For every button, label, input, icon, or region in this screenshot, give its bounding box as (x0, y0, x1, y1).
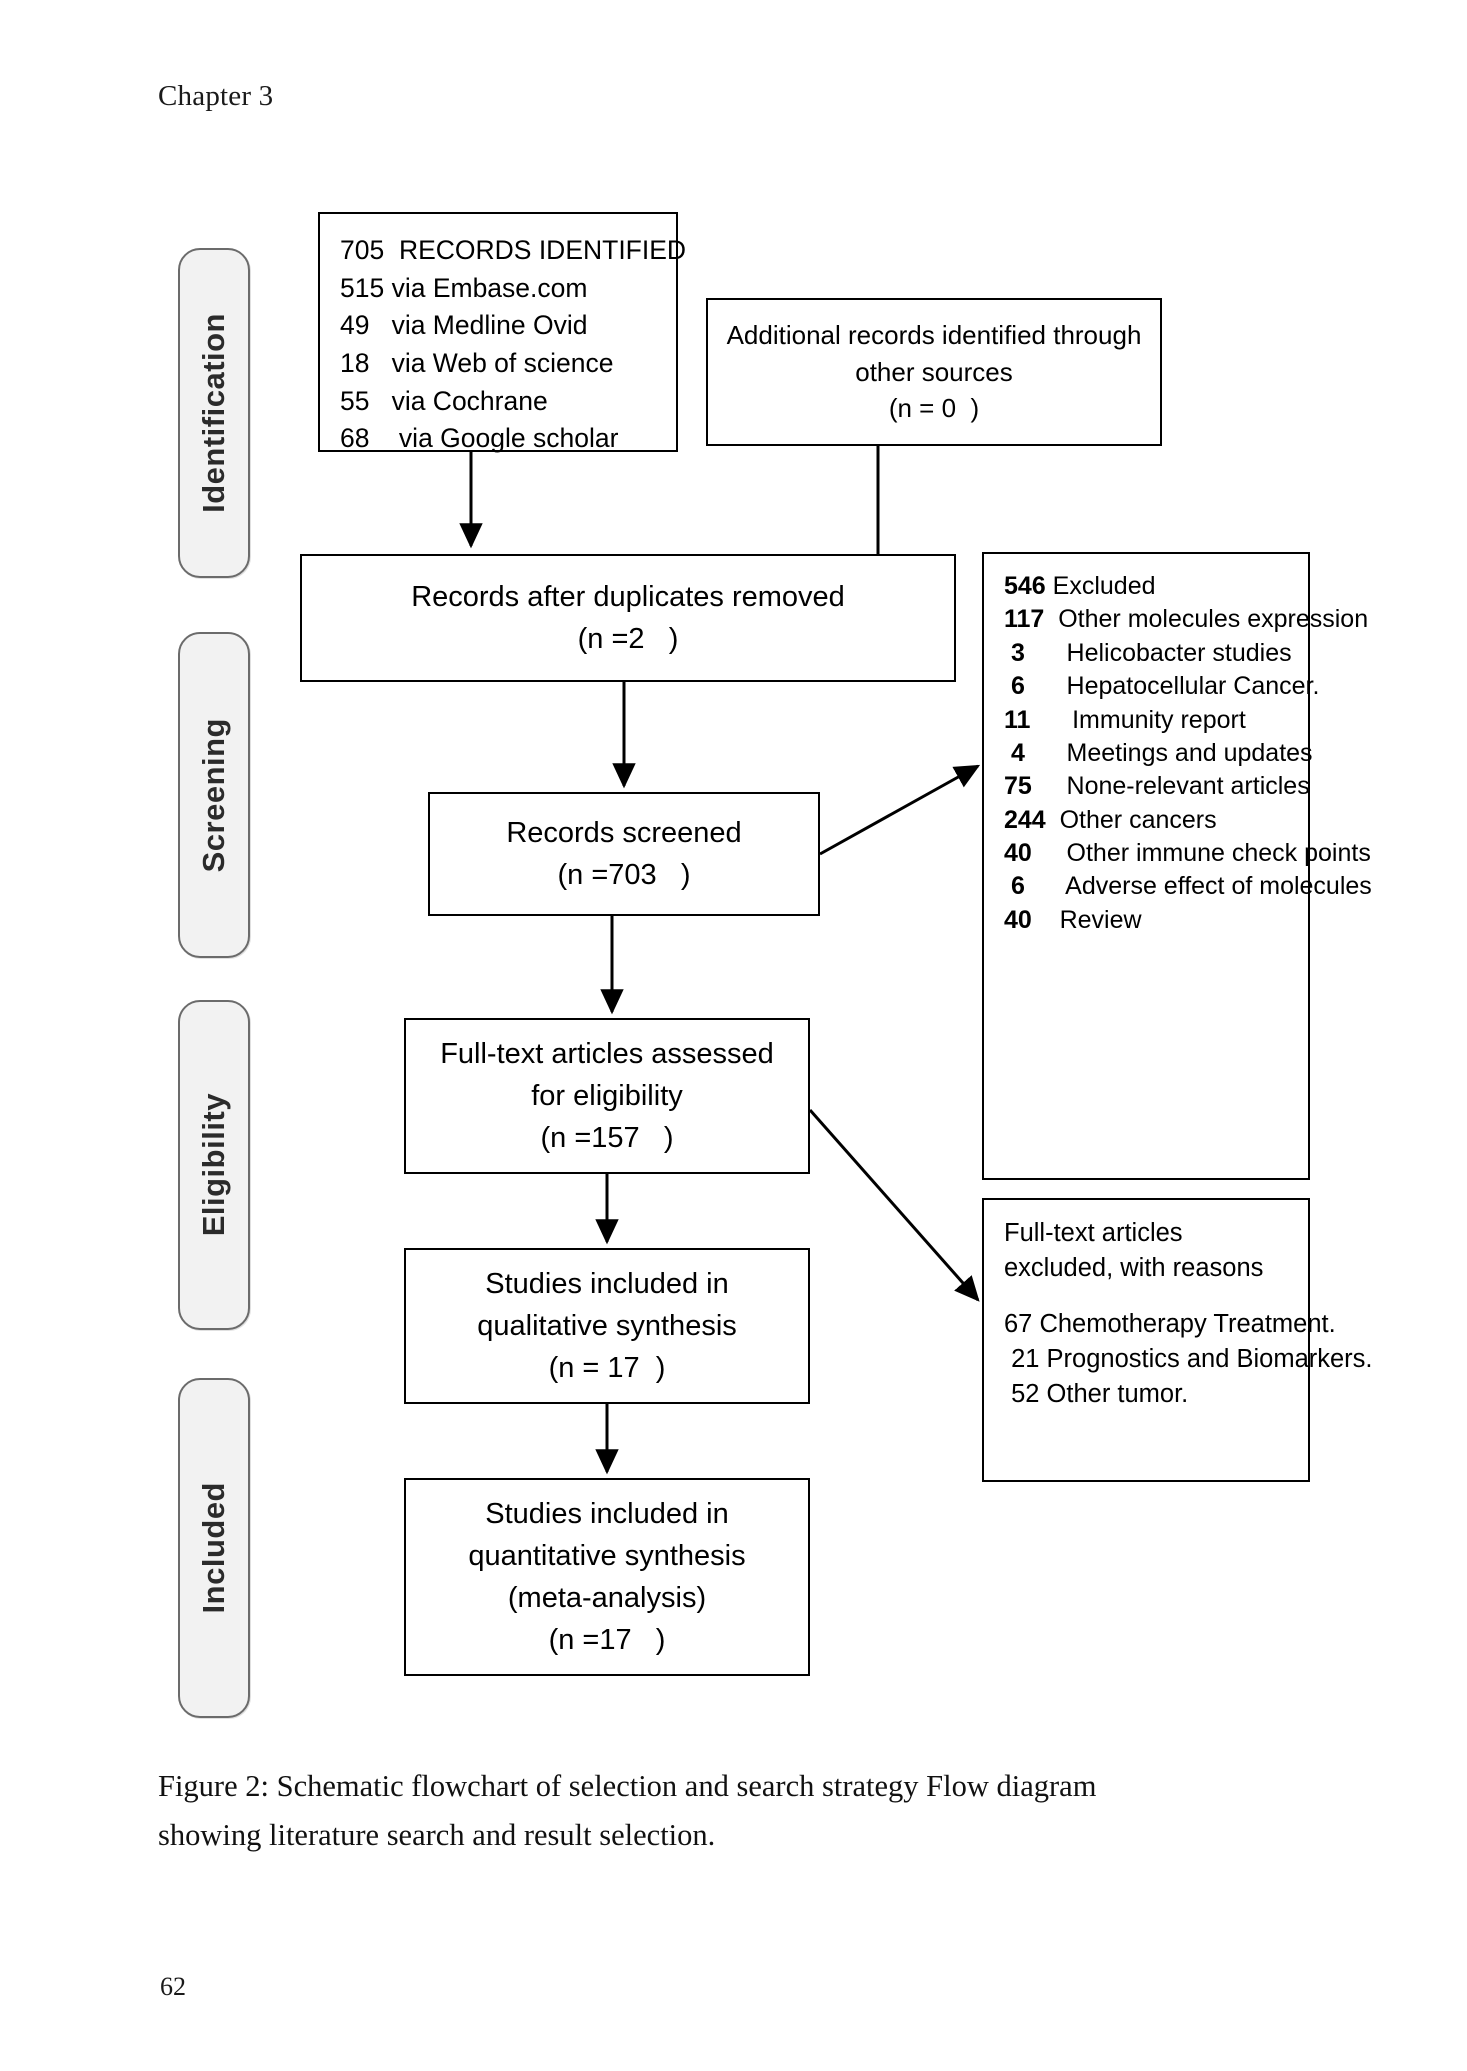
records-identified-line-2: 515 via Embase.com (340, 272, 588, 303)
reasons-item: 21 Prognostics and Biomarkers. (1004, 1345, 1373, 1374)
excluded-item: 40 Other immune check points (1004, 837, 1371, 870)
excluded-item-label: Meetings and updates (1024, 738, 1313, 767)
records-identified-line-1: 705 RECORDS IDENTIFIED (340, 235, 687, 265)
excluded-item-count: 244 (1004, 805, 1046, 834)
stage-label-eligibility: Eligibility (196, 1093, 231, 1237)
excluded-item-label: Review (1031, 905, 1142, 934)
excluded-item-label: None-relevant articles (1031, 772, 1310, 801)
quantitative-line-3: (meta-analysis) (507, 1582, 707, 1614)
excluded-item: 117 Other molecules expression (1004, 603, 1368, 636)
duplicates-removed-label: Records after duplicates removed (411, 580, 845, 613)
additional-records-line-1: Additional records identified through (726, 319, 1142, 350)
excluded-item-count: 3 (1004, 638, 1025, 667)
excluded-item: 11 Immunity report (1004, 704, 1292, 737)
figure-caption: Figure 2: Schematic flowchart of selecti… (158, 1762, 1316, 1861)
excluded-item-count: 6 (1004, 672, 1025, 701)
stage-pill-included: Included (178, 1378, 250, 1718)
quantitative-count: (n =17 ) (548, 1624, 666, 1657)
stage-pill-eligibility: Eligibility (178, 1000, 250, 1330)
additional-records-count: (n = 0 ) (888, 393, 980, 424)
reasons-item: 52 Other tumor. (1004, 1379, 1189, 1408)
excluded-item: 6 Hepatocellular Cancer. (1004, 670, 1320, 703)
excluded-item-count: 40 (1004, 905, 1032, 934)
excluded-title-label: Excluded (1045, 572, 1156, 600)
excluded-item-label: Hepatocellular Cancer. (1024, 672, 1320, 701)
fulltext-assessed-count: (n =157 ) (540, 1122, 674, 1155)
excluded-item-label: Other cancers (1045, 805, 1217, 834)
excluded-item: 244 Other cancers (1004, 804, 1292, 837)
additional-records-line-2: other sources (855, 356, 1013, 387)
records-screened-label: Records screened (506, 816, 742, 849)
page-header: Chapter 3 (158, 80, 274, 112)
box-fulltext-assessed: Full-text articles assessed for eligibil… (404, 1018, 810, 1174)
quantitative-line-2: quantitative synthesis (468, 1539, 746, 1572)
box-excluded-reasons: 546 Excluded 117 Other molecules express… (982, 552, 1372, 1180)
reasons-title-line-2: excluded, with reasons (1004, 1253, 1264, 1282)
records-identified-line-4: 18 via Web of science (340, 347, 614, 378)
excluded-item: 3 Helicobacter studies (1004, 637, 1292, 670)
stage-label-included: Included (196, 1482, 231, 1614)
excluded-item: 6 Adverse effect of molecules (1004, 870, 1372, 903)
excluded-title-count: 546 (1004, 572, 1046, 600)
excluded-item-label: Adverse effect of molecules (1024, 872, 1372, 901)
reasons-title-line-1: Full-text articles (1004, 1219, 1183, 1247)
prisma-flow-diagram: Identification Screening Eligibility Inc… (178, 212, 1373, 1718)
stage-pill-identification: Identification (178, 248, 250, 578)
box-records-identified: 705 RECORDS IDENTIFIED 515 via Embase.co… (318, 212, 687, 453)
box-quantitative-synthesis: Studies included in quantitative synthes… (404, 1478, 810, 1676)
reasons-item: 67 Chemotherapy Treatment. (1004, 1310, 1336, 1339)
excluded-item: 75 None-relevant articles (1004, 770, 1310, 803)
excluded-item: 4 Meetings and updates (1004, 737, 1313, 770)
duplicates-removed-count: (n =2 ) (577, 623, 679, 655)
stage-label-identification: Identification (196, 313, 231, 513)
figure-caption-line-2: showing literature search and result sel… (158, 1818, 716, 1853)
stage-label-screening: Screening (196, 717, 231, 873)
quantitative-line-1: Studies included in (485, 1497, 729, 1530)
records-screened-count: (n =703 ) (557, 859, 691, 891)
stage-pill-screening: Screening (178, 632, 250, 958)
fulltext-assessed-line-1: Full-text articles assessed (440, 1037, 774, 1070)
page-number: 62 (160, 1972, 186, 2001)
excluded-item-label: Other molecules expression (1044, 605, 1369, 634)
excluded-item-count: 40 (1004, 839, 1032, 867)
excluded-title: 546 Excluded (1004, 570, 1292, 603)
box-records-screened: Records screened (n =703 ) (428, 792, 820, 916)
excluded-item-label: Immunity report (1030, 705, 1246, 734)
excluded-item-count: 75 (1004, 772, 1032, 801)
excluded-item-label: Helicobacter studies (1024, 638, 1292, 667)
excluded-item-label: Other immune check points (1031, 839, 1371, 867)
box-records-after-duplicates-removed: Records after duplicates removed (n =2 ) (300, 554, 956, 682)
box-fulltext-excluded-reasons: Full-text articles excluded, with reason… (982, 1198, 1373, 1482)
excluded-item-count: 4 (1004, 738, 1025, 767)
box-additional-records: Additional records identified through ot… (706, 298, 1162, 446)
records-identified-line-3: 49 via Medline Ovid (340, 310, 588, 341)
records-identified-line-5: 55 via Cochrane (340, 385, 548, 416)
qualitative-line-1: Studies included in (485, 1267, 729, 1300)
reasons-spacer (1004, 1285, 1292, 1307)
excluded-item-count: 117 (1004, 605, 1045, 634)
fulltext-assessed-line-2: for eligibility (531, 1079, 683, 1112)
excluded-item-count: 11 (1004, 705, 1031, 734)
qualitative-count: (n = 17 ) (548, 1352, 666, 1385)
figure-caption-line-1: Figure 2: Schematic flowchart of selecti… (158, 1769, 1097, 1803)
records-identified-line-6: 68 via Google scholar (340, 423, 619, 454)
excluded-item: 40 Review (1004, 904, 1292, 937)
excluded-item-count: 6 (1004, 872, 1025, 901)
qualitative-line-2: qualitative synthesis (477, 1309, 737, 1342)
box-qualitative-synthesis: Studies included in qualitative synthesi… (404, 1248, 810, 1404)
